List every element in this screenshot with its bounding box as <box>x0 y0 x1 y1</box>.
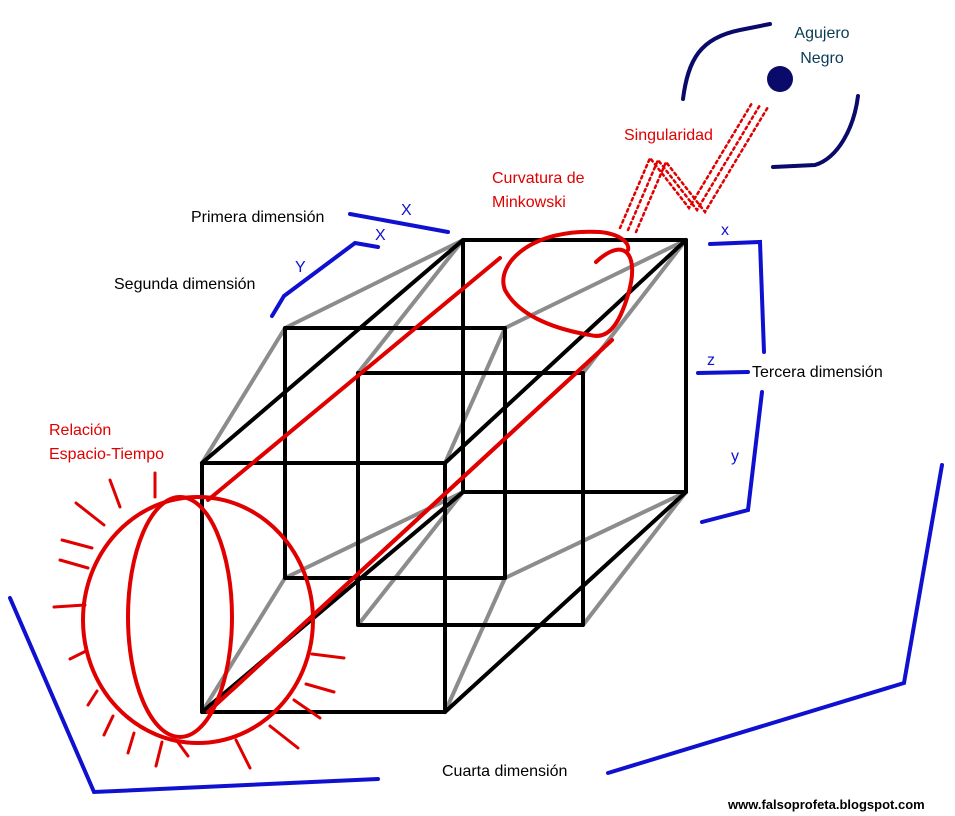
axis-label-X-lower: X <box>375 227 386 244</box>
first-dimension-label: Primera dimensión <box>191 209 325 226</box>
axis-first-dimension <box>348 212 450 234</box>
axis-label-z: z <box>707 352 715 369</box>
minkowski-label: Curvatura de Minkowski <box>492 169 585 212</box>
cube-depth-edges <box>200 238 688 714</box>
axis-label-X-upper: X <box>401 202 412 219</box>
black-hole <box>767 66 793 92</box>
black-hole-arcs <box>681 22 860 169</box>
cube-front <box>200 461 447 714</box>
cube-inner <box>283 326 507 580</box>
cube-middle <box>356 371 585 627</box>
axis-second-dimension <box>270 240 380 318</box>
black-hole-label-line2: Negro <box>800 50 844 67</box>
singularity-label: Singularidad <box>624 127 713 144</box>
website-label: www.falsoprofeta.blogspot.com <box>728 797 925 812</box>
black-hole-label: Agujero Negro <box>782 24 862 68</box>
second-dimension-label: Segunda dimensión <box>114 276 256 293</box>
dimension-axes <box>8 212 944 795</box>
axis-label-Y: Y <box>295 259 306 276</box>
spacetime-label-line2: Espacio-Tiempo <box>49 446 165 463</box>
axis-third-dimension-upper <box>708 239 766 354</box>
axis-label-y: y <box>731 448 739 465</box>
axis-fourth-dimension-left <box>8 596 380 795</box>
fourth-dimension-label: Cuarta dimensión <box>442 763 568 780</box>
cube-connecting-edges <box>200 238 688 714</box>
black-hole-label-line1: Agujero <box>794 25 850 42</box>
third-dimension-label: Tercera dimensión <box>752 364 883 381</box>
spacetime-label: Relación Espacio-Tiempo <box>49 421 164 464</box>
cube-back <box>461 238 688 494</box>
spacetime-outer-ellipse <box>81 495 315 745</box>
singularity-zigzag <box>618 101 770 234</box>
spacetime-ticks <box>52 471 346 770</box>
minkowski-curve <box>501 229 635 338</box>
axis-fourth-dimension-right <box>606 463 944 775</box>
spacetime-label-line1: Relación <box>49 422 112 439</box>
axis-label-x: x <box>721 222 729 239</box>
axis-third-dimension-lower <box>700 390 764 524</box>
spacetime-inner-ellipse <box>126 495 234 739</box>
minkowski-label-line2: Minkowski <box>492 194 566 211</box>
spacetime-tube <box>81 256 614 745</box>
axis-third-dimension-mid <box>696 370 750 375</box>
minkowski-label-line1: Curvatura de <box>492 170 585 187</box>
